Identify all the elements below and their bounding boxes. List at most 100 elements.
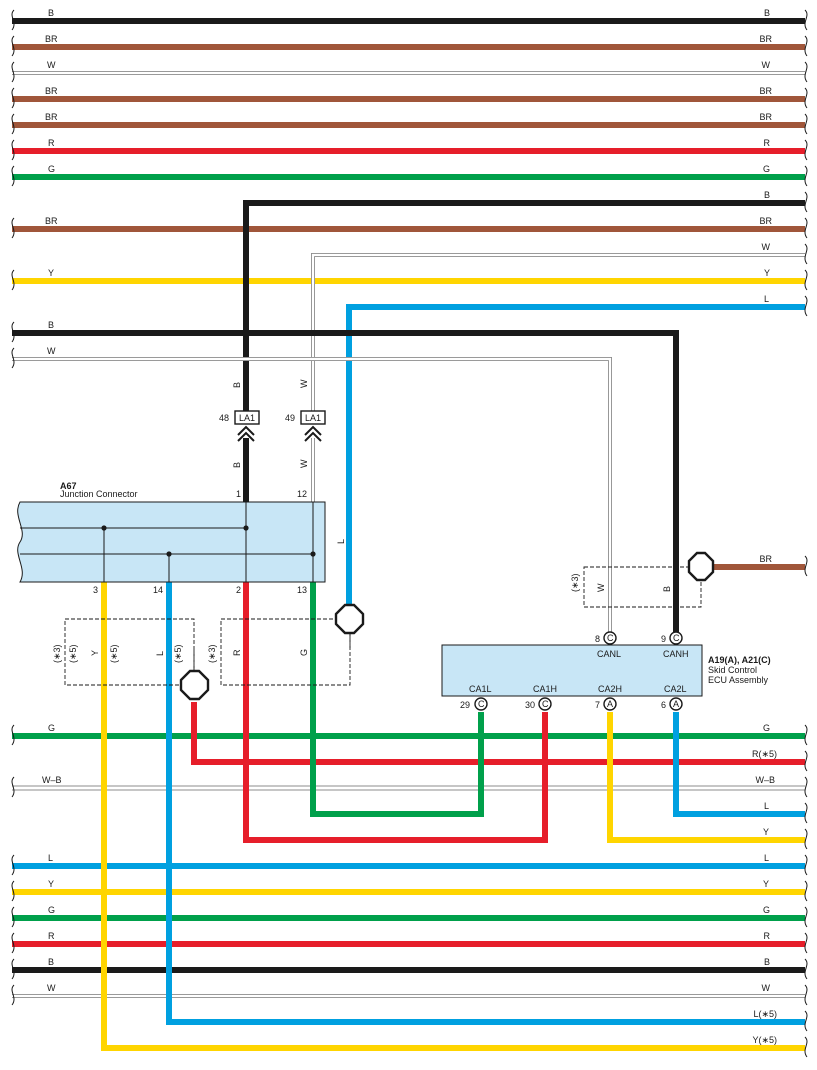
wire-label: R(∗5) — [752, 749, 777, 759]
bus-node — [101, 525, 107, 531]
wire-label: W — [47, 983, 56, 993]
pin-number: 6 — [661, 700, 666, 710]
wire-b-canh — [12, 330, 679, 632]
splice-r — [179, 669, 210, 701]
la1-code: LA1 — [239, 413, 255, 423]
vwire-label: Y — [90, 650, 100, 656]
pin-conn-letter: C — [673, 633, 680, 643]
wire-g-ca1l — [310, 582, 484, 817]
note-mark: (∗3) — [570, 573, 580, 592]
wire-label: R — [764, 138, 771, 148]
note-mark: (∗3) — [52, 644, 62, 663]
pin-conn-letter: A — [607, 699, 613, 709]
pin-connector — [538, 697, 552, 711]
pin-number: 2 — [236, 585, 241, 595]
wire-label: BR — [759, 554, 772, 564]
top-wire-bundle — [12, 18, 805, 284]
wire-l-pin14 — [166, 582, 805, 1025]
wire-y-ca2h — [607, 712, 805, 843]
pin-number: 9 — [661, 634, 666, 644]
pin-conn-letter: A — [673, 699, 679, 709]
vwire-label: W — [299, 459, 309, 468]
vwire-label: B — [232, 462, 242, 468]
break-mark — [804, 555, 808, 1058]
pin-number: 30 — [525, 700, 535, 710]
pin-connector — [669, 631, 683, 645]
wire-label: Y — [763, 827, 769, 837]
component-name: ECU Assembly — [708, 675, 769, 685]
break-mark — [11, 724, 15, 1006]
la1-box — [234, 410, 260, 425]
wire-label: W–B — [42, 775, 62, 785]
component-name: Skid Control — [708, 665, 757, 675]
vwire-label: L — [336, 539, 346, 544]
chevron-icon — [304, 425, 322, 442]
wire-label: L — [764, 294, 769, 304]
wire-label: B — [764, 957, 770, 967]
ecu-pin-ca2h: A 7 CA2H — [595, 684, 622, 711]
bus-node — [166, 551, 172, 557]
pin-number: 7 — [595, 700, 600, 710]
wire-label: G — [48, 905, 55, 915]
vwire-label: W — [299, 379, 309, 388]
pin-connector — [669, 697, 683, 711]
wire-label: Y — [48, 268, 54, 278]
pin-conn-letter: C — [542, 699, 549, 709]
chevron-icon — [237, 425, 255, 442]
wire-label: B — [48, 320, 54, 330]
splice-l — [334, 603, 365, 635]
wire-label: W — [762, 242, 771, 252]
vwire-label: G — [299, 649, 309, 656]
wire-label: B — [48, 957, 54, 967]
wire-label: L — [764, 853, 769, 863]
pin-number: 3 — [93, 585, 98, 595]
splice-br-can — [687, 551, 715, 582]
pin-number: 1 — [236, 489, 241, 499]
wire-label: BR — [759, 112, 772, 122]
shield-box-can — [583, 566, 702, 608]
component-body — [441, 644, 703, 697]
wire-label: Y — [763, 879, 769, 889]
wire-r-shield-r5 — [191, 702, 805, 765]
note-marks: (∗3) (∗3) (∗5) (∗5) (∗5) (∗3) — [52, 573, 580, 663]
break-mark — [11, 9, 15, 369]
pin-connector — [603, 631, 617, 645]
bus-node — [310, 551, 316, 557]
wire-label: Y — [764, 268, 770, 278]
vwire-label: R — [232, 649, 242, 656]
wire-label: B — [764, 8, 770, 18]
pin-number: 29 — [460, 700, 470, 710]
component-body — [17, 501, 326, 583]
wire-label: G — [48, 164, 55, 174]
skid-control-ecu: A19(A), A21(C) Skid Control ECU Assembly… — [441, 631, 771, 711]
wire-labels-right: B BR W BR BR R G B BR W Y L BR G R(∗5) W… — [752, 8, 777, 1045]
pin-number: 14 — [153, 585, 163, 595]
wire-label: R — [48, 138, 55, 148]
wire-label: BR — [45, 112, 58, 122]
wire-b-to-la1-48 — [243, 200, 805, 412]
pin-number: 8 — [595, 634, 600, 644]
wire-label: BR — [45, 34, 58, 44]
wire-labels-left: B BR W BR BR R G BR Y B W G W–B L Y G R … — [42, 8, 62, 993]
la1-box — [300, 410, 326, 425]
pin-signal: CA2L — [664, 684, 687, 694]
wire-label: L — [764, 801, 769, 811]
wire-label: R — [48, 931, 55, 941]
shield-box-rg — [220, 618, 351, 686]
pin-signal: CANL — [597, 649, 621, 659]
junction-connector-a67: A67 Junction Connector 1 12 3 14 2 13 — [17, 481, 326, 595]
wire-l-to-shield — [346, 304, 805, 606]
note-mark: (∗3) — [207, 644, 217, 663]
pin-conn-letter: C — [478, 699, 485, 709]
shield-drains — [193, 620, 351, 670]
bus-node — [243, 525, 249, 531]
wire-label: Y(∗5) — [752, 1035, 777, 1045]
vertical-wire-labels: B W B W L W B Y L R G — [90, 379, 672, 656]
component-name: Junction Connector — [60, 489, 138, 499]
wire-label: BR — [45, 86, 58, 96]
wire-l-ca2l — [673, 712, 805, 817]
pin-signal: CANH — [663, 649, 689, 659]
wire-label: W–B — [755, 775, 775, 785]
splice-points — [179, 551, 715, 701]
pin-number: 13 — [297, 585, 307, 595]
